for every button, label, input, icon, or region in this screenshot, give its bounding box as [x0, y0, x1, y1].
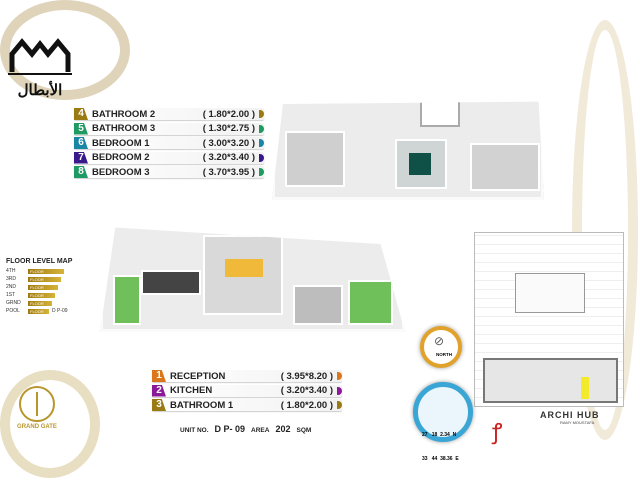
legend-row: 6 BEDROOM 1 ( 3.00*3.20 ) [74, 137, 264, 149]
room-name: BEDROOM 3 [92, 166, 150, 178]
unit-label: UNIT NO. [180, 427, 209, 434]
room-name: BATHROOM 2 [92, 108, 156, 120]
site-plan [474, 232, 624, 407]
room-name: BEDROOM 1 [92, 137, 150, 149]
bedroom-2 [395, 139, 447, 189]
archi-hub-credit: ARCHI HUB RAMY MOUSTAFA [540, 410, 600, 425]
room-dimensions: ( 1.80*2.00 ) [280, 399, 333, 411]
color-marker [259, 110, 264, 118]
room-dimensions: ( 3.20*3.40 ) [280, 385, 333, 396]
reception [203, 235, 283, 315]
bedroom-3 [470, 143, 540, 191]
color-marker [259, 139, 264, 147]
living-area [293, 285, 343, 325]
color-marker [259, 153, 264, 162]
unit-number: D P- 09 [214, 424, 246, 434]
room-number: 2 [152, 384, 166, 397]
decor-swirl [572, 20, 638, 440]
room-name: KITCHEN [170, 385, 213, 396]
longitude: 33 44 38.36 E [422, 456, 459, 462]
color-marker [337, 372, 342, 380]
room-number: 8 [74, 166, 88, 178]
room-dimensions: ( 1.30*2.75 ) [202, 123, 255, 134]
legend-row: 8 BEDROOM 3 ( 3.70*3.95 ) [74, 166, 264, 178]
color-marker [259, 168, 264, 176]
garden-right [348, 280, 393, 325]
room-name: BATHROOM 3 [92, 123, 156, 134]
legend-row: 7 BEDROOM 2 ( 3.20*3.40 ) [74, 151, 264, 164]
color-marker [337, 401, 342, 409]
room-dimensions: ( 3.70*3.95 ) [202, 166, 255, 178]
area-value: 202 [275, 424, 291, 434]
room-name: BATHROOM 1 [170, 399, 234, 411]
room-number: 7 [74, 151, 88, 164]
room-dimensions: ( 3.95*8.20 ) [280, 370, 333, 382]
site-building [483, 358, 618, 403]
room-name: RECEPTION [170, 370, 226, 382]
room-dimensions: ( 3.00*3.20 ) [202, 137, 255, 149]
room-number: 4 [74, 108, 88, 120]
logo-abtal: الأبطال [8, 36, 72, 99]
decor-swirl [0, 0, 130, 100]
color-marker [259, 124, 264, 133]
signature: ꝭ [492, 419, 503, 444]
area-label: AREA [251, 427, 270, 434]
site-pool [515, 273, 585, 313]
unit-info: UNIT NO. D P- 09 AREA 202 SQM [180, 424, 311, 434]
decor-swirl [0, 370, 100, 478]
room-dimensions: ( 1.80*2.00 ) [202, 108, 255, 120]
room-number: 5 [74, 122, 88, 135]
lower-floor-plan [100, 227, 405, 332]
kitchen [141, 270, 201, 295]
legend-row: 5 BATHROOM 3 ( 1.30*2.75 ) [74, 122, 264, 135]
room-number: 1 [152, 370, 166, 382]
logo-grand-gate: GRAND GATE [12, 386, 62, 430]
location-map: 27 18 2.34 N 33 44 38.36 E [413, 382, 473, 462]
legend-row: 3 BATHROOM 1 ( 1.80*2.00 ) [152, 399, 342, 411]
legend-row: 2 KITCHEN ( 3.20*3.40 ) [152, 384, 342, 397]
legend-row: 4 BATHROOM 2 ( 1.80*2.00 ) [74, 108, 264, 120]
compass: ⊘ NORTH [420, 326, 462, 368]
garden-left [113, 275, 141, 325]
wardrobe [420, 101, 460, 127]
color-marker [337, 386, 342, 395]
area-unit: SQM [296, 427, 312, 434]
houses-icon [8, 38, 72, 75]
unit-highlight [581, 377, 589, 399]
bedroom-1 [285, 131, 345, 187]
room-number: 3 [152, 399, 166, 411]
room-dimensions: ( 3.20*3.40 ) [202, 152, 255, 163]
legend-row: 1 RECEPTION ( 3.95*8.20 ) [152, 370, 342, 382]
room-name: BEDROOM 2 [92, 152, 150, 163]
compass-icon: ⊘ [434, 334, 445, 348]
upper-floor-plan [272, 101, 544, 200]
room-number: 6 [74, 137, 88, 149]
latitude: 27 18 2.34 N [422, 432, 457, 438]
